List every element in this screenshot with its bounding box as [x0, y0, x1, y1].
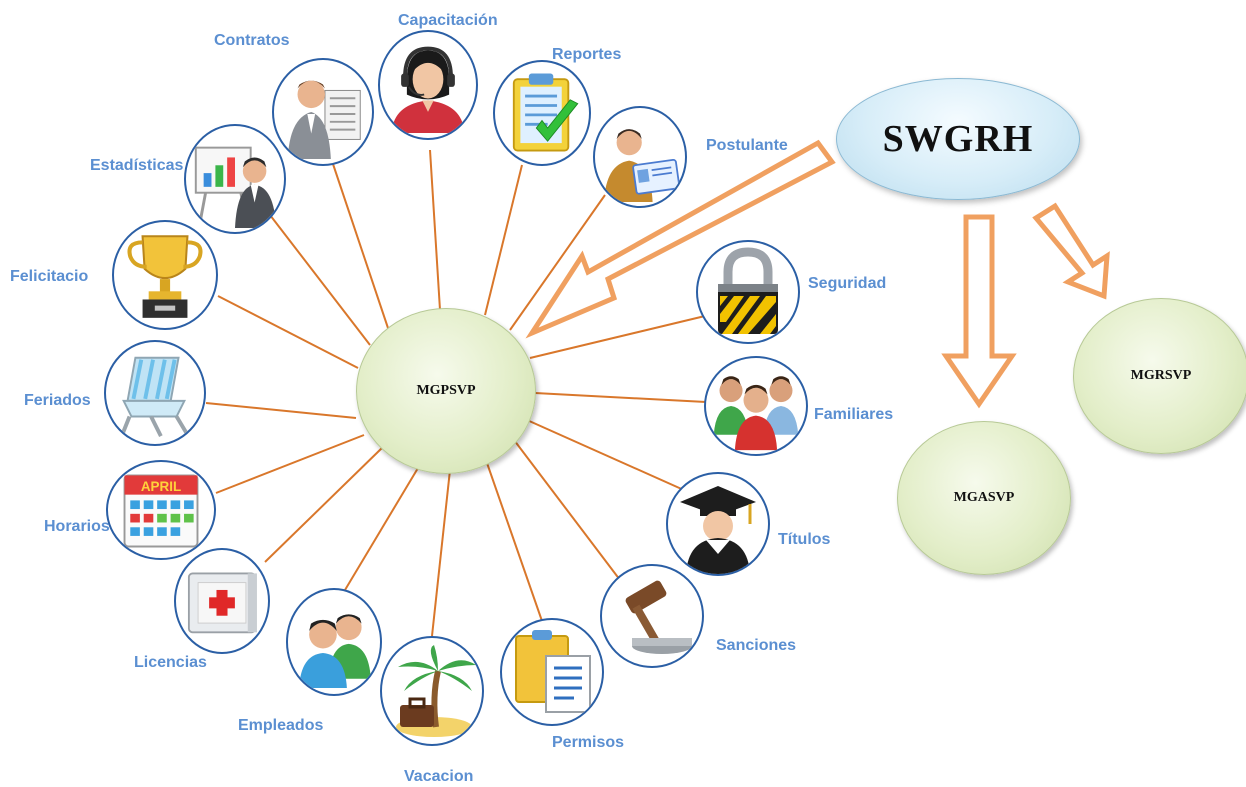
- label-vacacion: Vacacion: [404, 768, 474, 785]
- subsystem-node-mgpsvp: MGPSVP: [356, 308, 536, 474]
- module-titulos: [666, 472, 770, 576]
- label-capacitacion: Capacitación: [398, 12, 498, 29]
- connector-estadisticas: [269, 214, 371, 346]
- label-licencias: Licencias: [134, 654, 207, 671]
- employees-icon: [299, 614, 371, 688]
- label-empleados: Empleados: [238, 717, 324, 734]
- connector-capacitacion: [429, 149, 441, 311]
- module-sanciones: [600, 564, 704, 668]
- subsystem-label-mgpsvp: MGPSVP: [416, 383, 476, 398]
- headset-operator-icon: [391, 46, 465, 133]
- module-capacitacion: [378, 30, 478, 140]
- module-contratos: [272, 58, 374, 166]
- palm-tree-suitcase-icon: [396, 645, 476, 737]
- label-felicitacio: Felicitacio: [10, 268, 89, 285]
- module-estadisticas: [184, 124, 286, 234]
- clipboard-check-icon: [512, 73, 579, 152]
- connector-sanciones: [513, 439, 621, 581]
- id-card-person-icon: [604, 129, 681, 202]
- connector-felicitacio: [217, 295, 359, 369]
- arrow-swgrh-to-mgpsvp: [525, 139, 836, 339]
- module-vacacion: [380, 636, 484, 746]
- trophy-icon: [127, 235, 203, 318]
- connector-postulante: [509, 194, 606, 331]
- presentation-chart-icon: [194, 146, 277, 228]
- connector-seguridad: [529, 315, 706, 359]
- family-group-icon: [713, 376, 799, 451]
- connector-vacacion: [431, 469, 451, 637]
- module-empleados: [286, 588, 382, 696]
- subsystem-node-mgasvp: MGASVP: [897, 421, 1071, 575]
- connector-familiares: [534, 392, 707, 403]
- contract-person-icon: [287, 80, 361, 160]
- connector-contratos: [332, 163, 393, 341]
- label-permisos: Permisos: [552, 734, 625, 751]
- padlock-icon: [718, 247, 778, 334]
- arrow-swgrh-to-mgasvp: [941, 214, 1017, 409]
- calendar-month-text: APRIL: [141, 479, 181, 494]
- connector-feriados: [205, 402, 357, 419]
- module-feriados: [104, 340, 206, 446]
- label-contratos: Contratos: [214, 32, 290, 49]
- calendar-icon: APRIL: [123, 474, 199, 548]
- label-titulos: Títulos: [778, 531, 831, 548]
- label-familiares: Familiares: [814, 406, 894, 423]
- label-estadisticas: Estadísticas: [90, 157, 184, 174]
- label-horarios: Horarios: [44, 518, 110, 535]
- module-reportes: [493, 60, 591, 166]
- module-permisos: [500, 618, 604, 726]
- module-licencias: [174, 548, 270, 654]
- label-postulante: Postulante: [706, 137, 788, 154]
- label-reportes: Reportes: [552, 46, 622, 63]
- subsystem-label-mgasvp: MGASVP: [953, 490, 1015, 505]
- connector-empleados: [335, 467, 419, 606]
- connector-titulos: [526, 419, 696, 496]
- connector-permisos: [486, 462, 543, 622]
- connector-horarios: [215, 434, 365, 494]
- connector-licencias: [264, 445, 385, 563]
- root-label: SWGRH: [882, 118, 1034, 160]
- module-familiares: [704, 356, 808, 456]
- subsystem-label-mgrsvp: MGRSVP: [1130, 368, 1192, 383]
- graduate-icon: [680, 486, 756, 574]
- beach-chair-icon: [119, 356, 191, 438]
- medical-kit-icon: [187, 572, 257, 634]
- label-seguridad: Seguridad: [808, 275, 887, 292]
- arrow-swgrh-to-mgrsvp: [1032, 202, 1110, 300]
- label-sanciones: Sanciones: [716, 637, 797, 654]
- module-horarios: APRIL: [106, 460, 216, 560]
- module-postulante: [593, 106, 687, 208]
- documents-icon: [515, 630, 591, 713]
- label-feriados: Feriados: [24, 392, 91, 409]
- module-felicitacio: [112, 220, 218, 330]
- gavel-icon: [625, 580, 692, 654]
- connector-reportes: [484, 164, 523, 316]
- module-seguridad: [696, 240, 800, 344]
- root-node-swgrh: SWGRH: [836, 78, 1080, 200]
- subsystem-node-mgrsvp: MGRSVP: [1073, 298, 1246, 454]
